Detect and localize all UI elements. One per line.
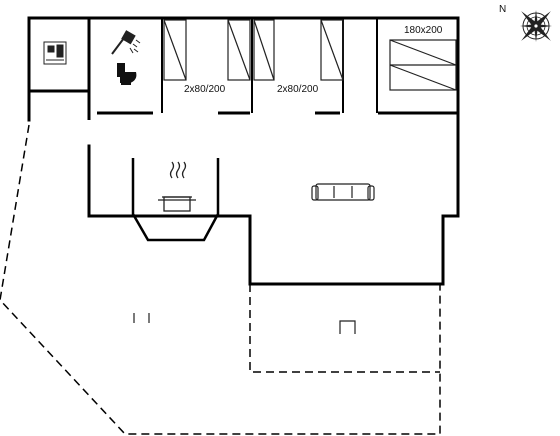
outer-walls: [27, 16, 460, 286]
double-bed: [389, 39, 457, 91]
washing-machine-icon: [43, 41, 67, 65]
cooking-pot-icon: [158, 161, 196, 212]
shower-icon: [111, 30, 141, 55]
double-bed-size-label: 180x200: [404, 25, 443, 36]
terrace-outline: [0, 124, 441, 435]
compass-north-label: N: [499, 4, 506, 15]
toilet-icon: [117, 63, 137, 85]
terrace-furniture-icon: [339, 320, 356, 334]
bunk-bed-right: [253, 19, 344, 81]
interior-walls: [29, 18, 458, 286]
sofa-icon: [311, 183, 375, 201]
bunk-bed-left: [163, 19, 251, 81]
compass-rose-icon: [520, 10, 552, 42]
bunk-left-size-label: 2x80/200: [184, 84, 226, 95]
outdoor-chair-icon: [133, 313, 150, 323]
bunk-right-size-label: 2x80/200: [277, 84, 319, 95]
